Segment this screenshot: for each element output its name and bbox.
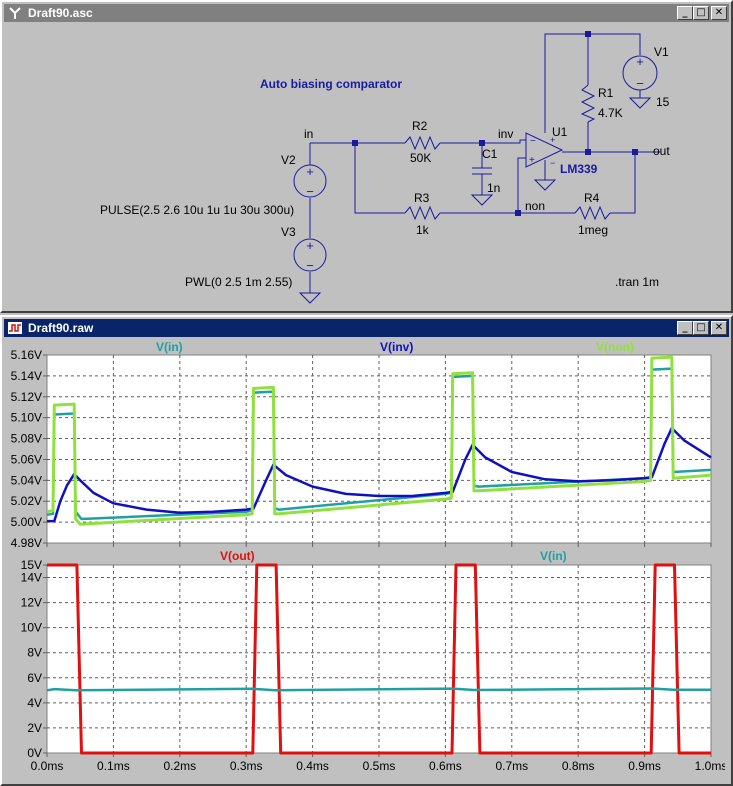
pane1-y-tick-label: 5.14V — [11, 369, 42, 383]
x-tick-label: 0.7ms — [495, 759, 528, 773]
x-tick-label: 1.0ms — [695, 759, 725, 773]
schematic-title-text: Auto biasing comparator — [260, 77, 402, 91]
net-label-non: non — [525, 199, 545, 213]
svg-text:−: − — [306, 184, 314, 199]
pane1-y-tick-label: 5.06V — [11, 452, 42, 466]
pane2-y-tick-label: 6V — [27, 671, 42, 685]
x-tick-label: 0.3ms — [230, 759, 263, 773]
pane1-y-tick-label: 5.02V — [11, 494, 42, 508]
waveform-app-icon — [8, 322, 22, 334]
pane1-y-tick-label: 4.98V — [11, 536, 42, 550]
maximize-button[interactable]: □ — [693, 321, 709, 335]
x-tick-label: 0.4ms — [296, 759, 329, 773]
schematic-title: Draft90.asc — [28, 6, 93, 20]
pane1-trace-vinv[interactable] — [47, 426, 712, 523]
waveform-titlebar[interactable]: Draft90.raw _□✕ — [4, 319, 729, 337]
pane1-legend-vinv[interactable]: V(inv) — [380, 342, 413, 354]
pane2-legend-vout[interactable]: V(out) — [220, 549, 255, 563]
pane2-plot-background[interactable] — [46, 564, 712, 754]
svg-text:+: + — [529, 155, 535, 166]
pane2-trace-vin[interactable] — [46, 687, 711, 692]
pane2-y-tick-label: 15V — [21, 558, 42, 572]
c1-value[interactable]: 1n — [487, 181, 500, 195]
maximize-button[interactable]: □ — [693, 6, 709, 20]
close-button[interactable]: ✕ — [711, 6, 727, 20]
x-tick-label: 0.0ms — [31, 759, 64, 773]
schematic-app-icon — [9, 7, 21, 19]
r3-value[interactable]: 1k — [416, 223, 430, 237]
r4-name[interactable]: R4 — [584, 191, 600, 205]
minimize-button[interactable]: _ — [677, 6, 693, 20]
pane1-y-tick-label: 5.04V — [11, 473, 42, 487]
v3-value[interactable]: PWL(0 2.5 1m 2.55) — [185, 275, 292, 289]
x-tick-label: 0.1ms — [97, 759, 130, 773]
spice-directive[interactable]: .tran 1m — [615, 275, 659, 289]
close-button[interactable]: ✕ — [711, 321, 727, 335]
v3-name[interactable]: V3 — [281, 225, 296, 239]
svg-text:−: − — [306, 258, 314, 273]
pane1-plot-background[interactable] — [46, 354, 712, 544]
net-label-inv: inv — [498, 127, 513, 141]
pane1-y-tick-label: 5.10V — [11, 411, 42, 425]
x-tick-label: 0.8ms — [562, 759, 595, 773]
svg-text:−: − — [550, 158, 555, 168]
svg-text:+: + — [636, 54, 644, 69]
pane2-y-tick-label: 12V — [21, 596, 42, 610]
pane2-y-tick-label: 8V — [27, 646, 42, 660]
pane2-y-tick-label: 2V — [27, 721, 42, 735]
pane2-trace-vout[interactable] — [47, 563, 711, 755]
r1-name[interactable]: R1 — [598, 86, 614, 100]
svg-text:+: + — [306, 164, 314, 179]
x-tick-label: 0.6ms — [429, 759, 462, 773]
v1-value[interactable]: 15 — [656, 95, 670, 109]
svg-text:+: + — [306, 238, 314, 253]
v1-name[interactable]: V1 — [654, 45, 669, 59]
u1-name[interactable]: U1 — [552, 125, 568, 139]
net-label-in: in — [304, 127, 313, 141]
r4-value[interactable]: 1meg — [578, 223, 608, 237]
pane2-y-tick-label: 0V — [27, 746, 42, 760]
svg-text:−: − — [530, 136, 536, 147]
waveform-plot-area[interactable]: 5.16V 5.14V 5.12V 5.10V 5.08V 5.06V 5.04V 5.02V… — [4, 342, 725, 782]
v2-value[interactable]: PULSE(2.5 2.6 10u 1u 1u 30u 300u) — [100, 203, 294, 217]
svg-text:+: + — [550, 135, 555, 145]
svg-text:−: − — [636, 76, 644, 91]
pane1-legend-vin[interactable]: V(in) — [156, 342, 183, 354]
pane1-y-tick-label: 5.00V — [11, 515, 42, 529]
u1-value[interactable]: LM339 — [560, 162, 598, 176]
r1-value[interactable]: 4.7K — [598, 106, 623, 120]
x-tick-label: 0.5ms — [363, 759, 396, 773]
x-tick-label: 0.9ms — [628, 759, 661, 773]
minimize-button[interactable]: _ — [677, 321, 693, 335]
pane2-y-tick-label: 10V — [21, 621, 42, 635]
pane2-legend-vin[interactable]: V(in) — [540, 549, 567, 563]
schematic-canvas[interactable]: + − + − + − − + + − Auto biasing compara… — [6, 24, 725, 308]
pane1-legend-vnon[interactable]: V(non) — [596, 342, 634, 354]
v2-name[interactable]: V2 — [281, 153, 296, 167]
pane2-y-tick-label: 4V — [27, 696, 42, 710]
pane1-trace-vnon[interactable] — [46, 355, 712, 526]
pane1-y-tick-label: 5.16V — [11, 348, 42, 362]
pane1-y-tick-label: 5.08V — [11, 432, 42, 446]
c1-name[interactable]: C1 — [482, 147, 498, 161]
pane2-y-tick-label: 14V — [21, 571, 42, 585]
r2-value[interactable]: 50K — [410, 151, 431, 165]
waveform-title: Draft90.raw — [28, 321, 94, 335]
pane1-y-tick-label: 5.12V — [11, 390, 42, 404]
net-label-out: out — [653, 144, 670, 158]
x-tick-label: 0.2ms — [163, 759, 196, 773]
schematic-titlebar[interactable]: Draft90.asc _□✕ — [4, 4, 729, 22]
r3-name[interactable]: R3 — [414, 191, 430, 205]
r2-name[interactable]: R2 — [412, 119, 428, 133]
